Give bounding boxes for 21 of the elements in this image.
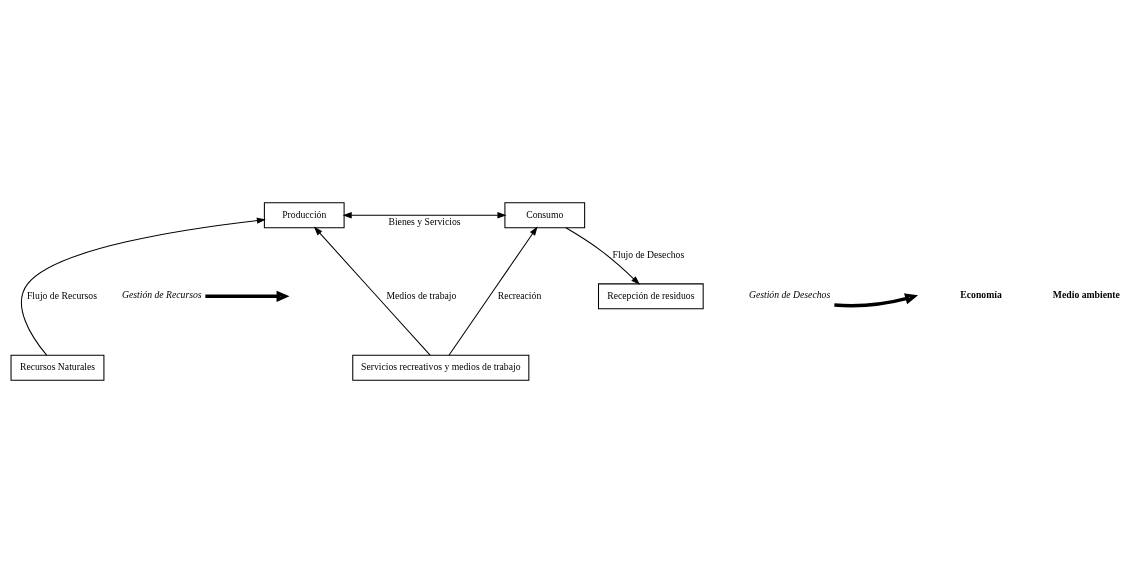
node-text: Gestión de Desechos [748,289,831,301]
arrow [834,293,919,308]
arrow [20,217,266,356]
node-box: Recursos Naturales [10,354,105,381]
node-box: Recepción de residuos [598,283,704,310]
edge-label: Recreación [497,289,542,301]
arrow [313,226,431,356]
node-box: Producción [263,202,345,229]
edge-label: Flujo de Recursos [26,289,97,301]
arrow [205,290,290,303]
label: Medio ambiente [1052,289,1120,301]
edge-label: Medios de trabajo [386,289,457,301]
label: Economía [960,289,1002,301]
arrow [448,226,538,356]
arrow [565,227,640,285]
arrow [342,212,507,219]
node-box: Consumo [504,202,586,229]
node-box: Servicios recreativos y medios de trabajo [352,354,530,381]
edge-label: Flujo de Desechos [612,249,685,261]
node-text: Gestión de Recursos [121,289,202,301]
edge-label: Bienes y Servicios [388,216,461,228]
